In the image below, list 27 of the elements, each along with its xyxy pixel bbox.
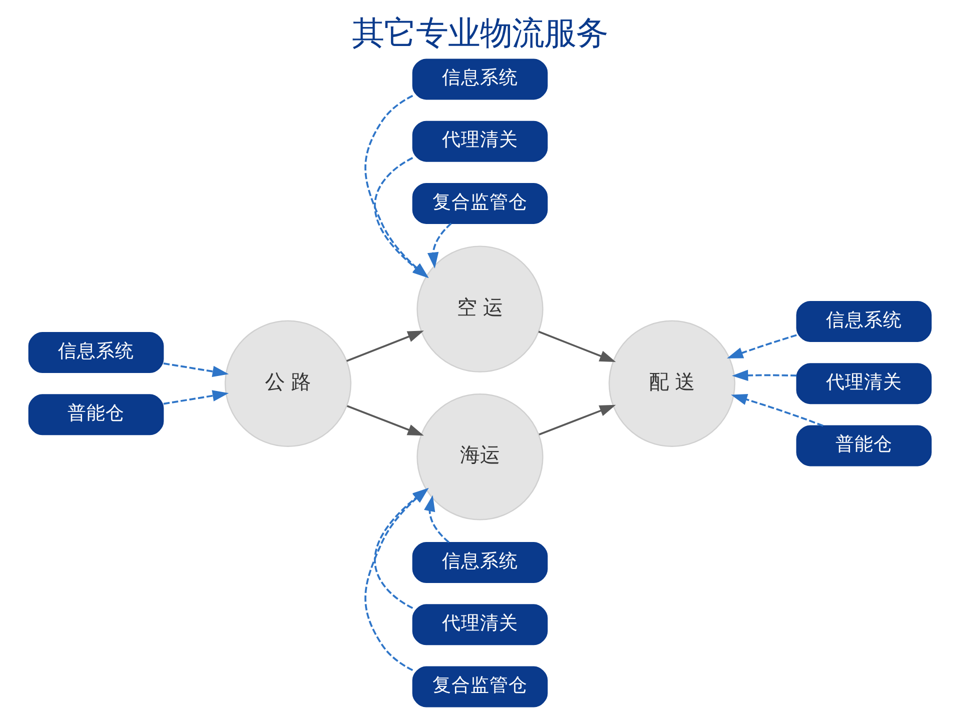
arrow: [163, 362, 229, 378]
node-box: 信息系统: [28, 332, 164, 374]
arrow: [163, 390, 229, 405]
node-box: 信息系统: [412, 542, 548, 584]
node-box: 普能仓: [796, 425, 932, 466]
arrow: [346, 330, 424, 362]
arrow: [424, 495, 450, 544]
node-box: 普能仓: [28, 394, 164, 436]
node-box: 代理清关: [412, 120, 548, 162]
node-box: 信息系统: [412, 58, 548, 100]
arrow: [730, 394, 824, 427]
arrow: [346, 405, 424, 436]
arrow: [732, 370, 797, 382]
diagram-title: 其它专业物流服务: [352, 14, 608, 52]
node-circle: 配 送: [608, 320, 736, 447]
arrow: [427, 222, 452, 269]
node-box: 代理清关: [412, 604, 548, 646]
node-circle: 空 运: [416, 246, 544, 372]
node-box: 复合监管仓: [412, 666, 548, 708]
arrow: [538, 330, 616, 362]
node-box: 代理清关: [796, 363, 932, 404]
node-box: 信息系统: [796, 300, 932, 342]
node-circle: 公 路: [224, 320, 352, 447]
node-box: 复合监管仓: [412, 182, 548, 224]
arrow: [538, 404, 616, 436]
arrow: [726, 334, 797, 358]
node-circle: 海运: [416, 394, 544, 520]
